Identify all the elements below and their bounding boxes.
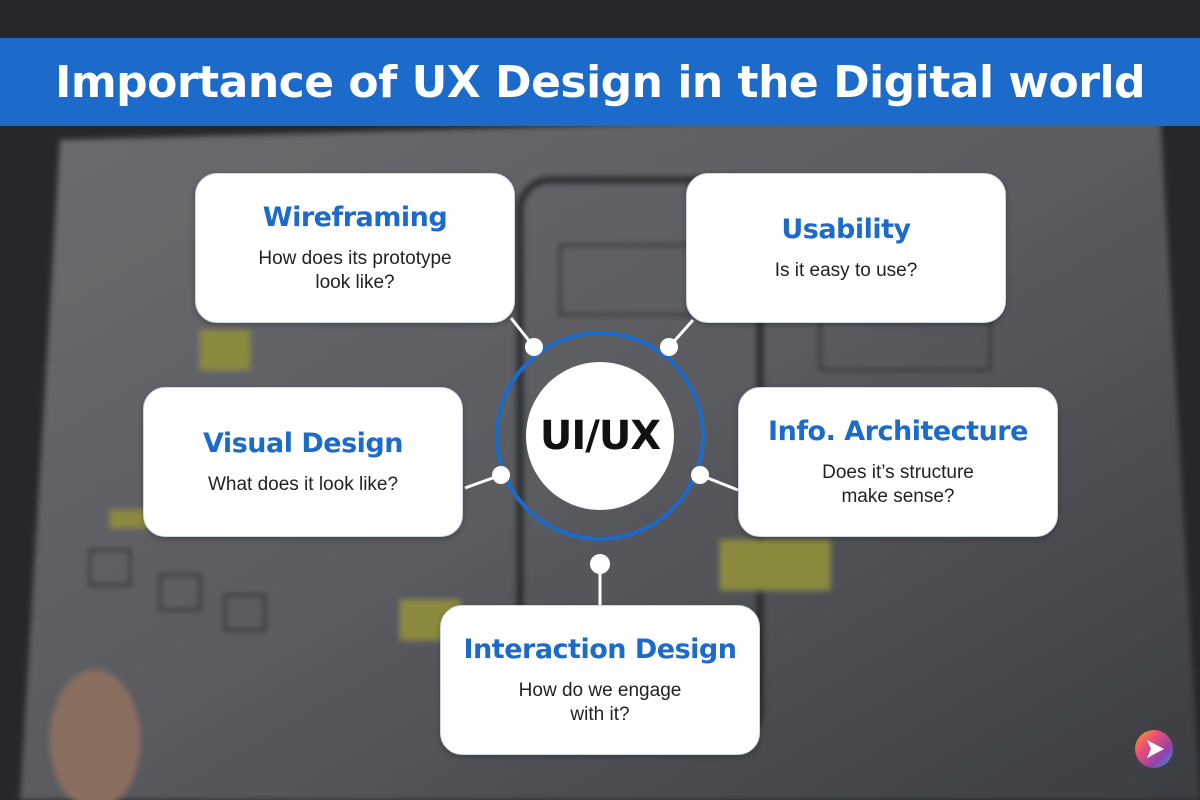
page-title: Importance of UX Design in the Digital w…: [54, 56, 1146, 108]
card-title: Info. Architecture: [768, 415, 1028, 447]
card-description: Is it easy to use?: [774, 259, 918, 281]
hub-label: UI/UX: [539, 413, 661, 459]
center-hub: UI/UX: [526, 362, 674, 510]
card-description: How does its prototype look like?: [258, 247, 452, 293]
card-description: Does it’s structure make sense?: [822, 461, 974, 507]
card-title: Visual Design: [203, 427, 403, 459]
card-usability: Usability Is it easy to use?: [686, 173, 1006, 323]
card-wireframing: Wireframing How does its prototype look …: [195, 173, 515, 323]
card-title: Usability: [781, 213, 911, 245]
card-info-architecture: Info. Architecture Does it’s structure m…: [738, 387, 1058, 537]
play-arrow-logo-icon: [1135, 730, 1173, 768]
card-interaction-design: Interaction Design How do we engage with…: [440, 605, 760, 755]
title-banner: Importance of UX Design in the Digital w…: [0, 38, 1200, 126]
card-description: How do we engage with it?: [518, 679, 682, 725]
card-title: Wireframing: [262, 201, 448, 233]
card-visual-design: Visual Design What does it look like?: [143, 387, 463, 537]
card-title: Interaction Design: [463, 633, 737, 665]
card-description: What does it look like?: [207, 473, 399, 495]
